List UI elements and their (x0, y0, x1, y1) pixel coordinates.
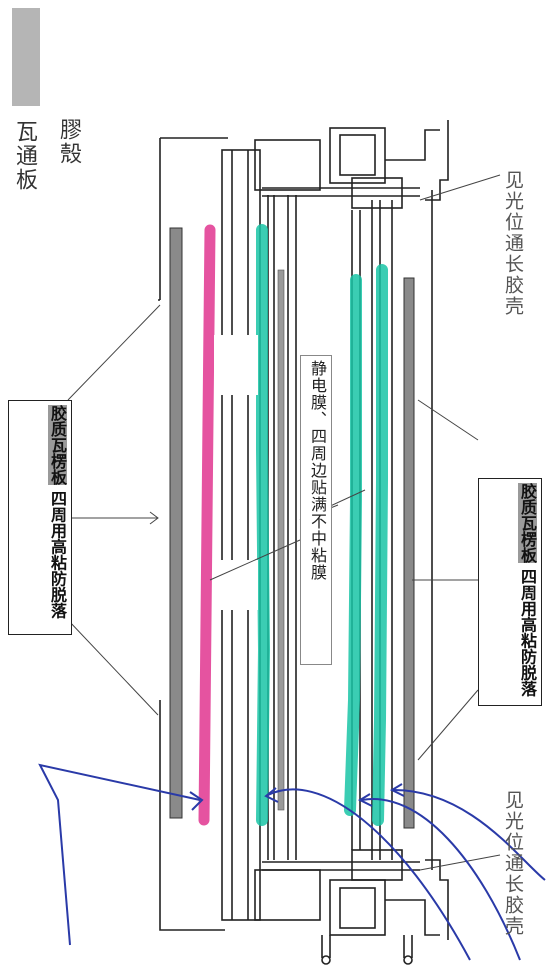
right-box-line2: 四周用高粘防脱落 (518, 568, 537, 697)
pen-arrow-left (38, 763, 201, 946)
pink-marker-stroke (198, 224, 216, 826)
label-bottom-right: 见光位通长胶壳 (502, 790, 524, 937)
label-corrugated-board: 瓦通板 (12, 120, 37, 192)
center-thin-bar (277, 269, 285, 811)
left-annotation-box: 胶质瓦楞板 四周用高粘防脱落 (8, 400, 72, 635)
left-box-line1: 胶质瓦楞板 (48, 405, 67, 485)
pen-curve-1 (267, 788, 471, 961)
teal-marker-right-1 (344, 274, 362, 816)
right-annotation-box: 胶质瓦楞板 四周用高粘防脱落 (478, 478, 542, 706)
teal-marker-right-2 (372, 264, 388, 826)
left-board (169, 227, 183, 819)
pen-curve-2 (361, 798, 521, 961)
right-box-line1: 胶质瓦楞板 (518, 483, 537, 563)
teal-marker-left (256, 224, 271, 826)
left-box-line2: 四周用高粘防脱落 (48, 490, 67, 619)
label-center: 静电膜、四周边贴满不中粘膜 (300, 355, 332, 665)
label-top-right: 见光位通长胶壳 (502, 170, 524, 317)
right-board (403, 277, 415, 829)
gray-swatch (12, 8, 40, 106)
label-shell: 膠殼 (56, 118, 81, 166)
pen-curve-3 (393, 789, 546, 881)
